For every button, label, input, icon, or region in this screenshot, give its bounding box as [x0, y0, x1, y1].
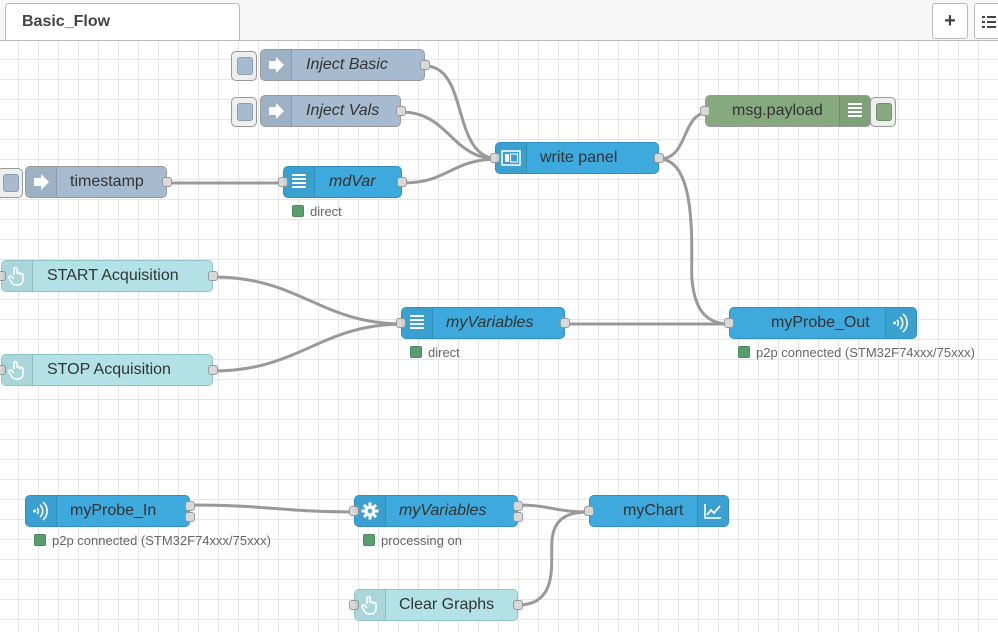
- list-icon: [284, 167, 315, 197]
- output-port[interactable]: [208, 365, 218, 375]
- status-dot: [34, 534, 46, 546]
- node-label: myChart: [623, 502, 684, 519]
- output-port[interactable]: [654, 153, 664, 163]
- tab-label: Basic_Flow: [22, 13, 111, 30]
- input-port[interactable]: [700, 106, 710, 116]
- node-mychart[interactable]: myChart: [584, 495, 729, 527]
- list-icon: [839, 96, 870, 126]
- node-status-myprobe-in: p2p connected (STM32F74xxx/75xxx): [34, 533, 271, 548]
- node-stop-acquisition[interactable]: STOP Acquisition: [0, 354, 218, 386]
- node-label: timestamp: [70, 173, 144, 190]
- output-port[interactable]: [396, 106, 406, 116]
- output-port[interactable]: [420, 60, 430, 70]
- plus-icon: +: [944, 10, 956, 32]
- arrow-right-icon: [26, 167, 57, 197]
- node-mdvar[interactable]: mdVar: [278, 166, 407, 198]
- input-port[interactable]: [0, 365, 6, 375]
- node-label: mdVar: [329, 173, 376, 190]
- input-port[interactable]: [349, 600, 359, 610]
- hand-pointer-icon: [2, 355, 33, 385]
- node-myprobe-in[interactable]: myProbe_In: [25, 495, 195, 527]
- output-port[interactable]: [162, 177, 172, 187]
- input-port[interactable]: [0, 271, 6, 281]
- node-label: write panel: [540, 149, 618, 166]
- output-port-1[interactable]: [513, 501, 523, 511]
- tab-bar: Basic_Flow +: [0, 0, 998, 41]
- signal-icon: [26, 496, 57, 526]
- node-label: START Acquisition: [47, 267, 179, 284]
- node-timestamp[interactable]: timestamp: [25, 166, 172, 198]
- node-status-myvariables-processing: processing on: [363, 533, 462, 548]
- input-port[interactable]: [396, 318, 406, 328]
- inject-vals-trigger-button[interactable]: [231, 97, 257, 127]
- flow-list-button[interactable]: [974, 3, 998, 39]
- output-port[interactable]: [208, 271, 218, 281]
- list-icon: [402, 308, 433, 338]
- input-port[interactable]: [278, 177, 288, 187]
- chart-line-icon: [697, 496, 728, 526]
- node-msg-payload[interactable]: msg.payload: [700, 95, 871, 127]
- status-dot: [410, 346, 422, 358]
- input-port[interactable]: [490, 153, 500, 163]
- node-status-mdvar: direct: [292, 204, 342, 219]
- output-port[interactable]: [560, 318, 570, 328]
- input-port[interactable]: [724, 318, 734, 328]
- node-inject-basic[interactable]: Inject Basic: [260, 49, 430, 81]
- node-status-myvariables-direct: direct: [410, 345, 460, 360]
- node-myprobe-out[interactable]: myProbe_Out: [724, 307, 917, 339]
- node-status-myprobe-out: p2p connected (STM32F74xxx/75xxx): [738, 345, 975, 360]
- debug-toggle-button[interactable]: [870, 97, 896, 127]
- wire-write-panel-to-myprobe-out[interactable]: [658, 157, 730, 326]
- node-write-panel[interactable]: write panel: [490, 142, 664, 174]
- wire-clear-graphs-to-mychart[interactable]: [517, 510, 590, 607]
- wire-stop-to-myvariables[interactable]: [212, 322, 405, 373]
- node-label: Clear Graphs: [399, 596, 495, 613]
- node-label: msg.payload: [732, 102, 823, 119]
- gear-icon: [355, 496, 386, 526]
- node-myvariables-direct[interactable]: myVariables: [396, 307, 570, 339]
- list-icon: [982, 15, 996, 28]
- status-dot: [363, 534, 375, 546]
- output-port-2[interactable]: [513, 512, 523, 522]
- node-label: STOP Acquisition: [47, 361, 171, 378]
- output-port-2[interactable]: [185, 512, 195, 522]
- node-start-acquisition[interactable]: START Acquisition: [0, 260, 218, 292]
- node-inject-vals[interactable]: Inject Vals: [260, 95, 406, 127]
- wire-inject-vals-to-write-panel[interactable]: [400, 110, 500, 161]
- tab-basic-flow[interactable]: Basic_Flow: [5, 3, 240, 40]
- panel-icon: [496, 143, 527, 173]
- node-label: myVariables: [446, 314, 534, 331]
- wire-myprobe-in-to-myvariables[interactable]: [189, 503, 359, 514]
- output-port[interactable]: [397, 177, 407, 187]
- timestamp-trigger-button[interactable]: [0, 168, 23, 198]
- add-flow-button[interactable]: +: [932, 3, 968, 39]
- output-port-1[interactable]: [185, 501, 195, 511]
- wire-write-panel-to-msg-payload[interactable]: [658, 110, 711, 161]
- wire-myvariables-to-mychart[interactable]: [517, 503, 590, 514]
- status-dot: [292, 205, 304, 217]
- hand-pointer-icon: [2, 261, 33, 291]
- input-port[interactable]: [584, 506, 594, 516]
- hand-pointer-icon: [355, 590, 386, 620]
- signal-icon: [885, 308, 916, 338]
- arrow-right-icon: [261, 50, 292, 80]
- input-port[interactable]: [349, 506, 359, 516]
- node-label: myVariables: [399, 502, 487, 519]
- output-port[interactable]: [513, 600, 523, 610]
- node-label: Inject Vals: [306, 102, 380, 119]
- arrow-right-icon: [261, 96, 292, 126]
- node-label: myProbe_Out: [771, 314, 870, 331]
- node-label: myProbe_In: [70, 502, 157, 519]
- node-myvariables-processing[interactable]: myVariables: [349, 495, 523, 527]
- inject-basic-trigger-button[interactable]: [231, 51, 257, 81]
- node-label: Inject Basic: [306, 56, 388, 73]
- wire-mdvar-to-write-panel[interactable]: [401, 157, 500, 185]
- node-clear-graphs[interactable]: Clear Graphs: [349, 589, 523, 621]
- wire-inject-basic-to-write-panel[interactable]: [424, 64, 500, 161]
- wire-start-to-myvariables[interactable]: [212, 275, 405, 326]
- status-dot: [738, 346, 750, 358]
